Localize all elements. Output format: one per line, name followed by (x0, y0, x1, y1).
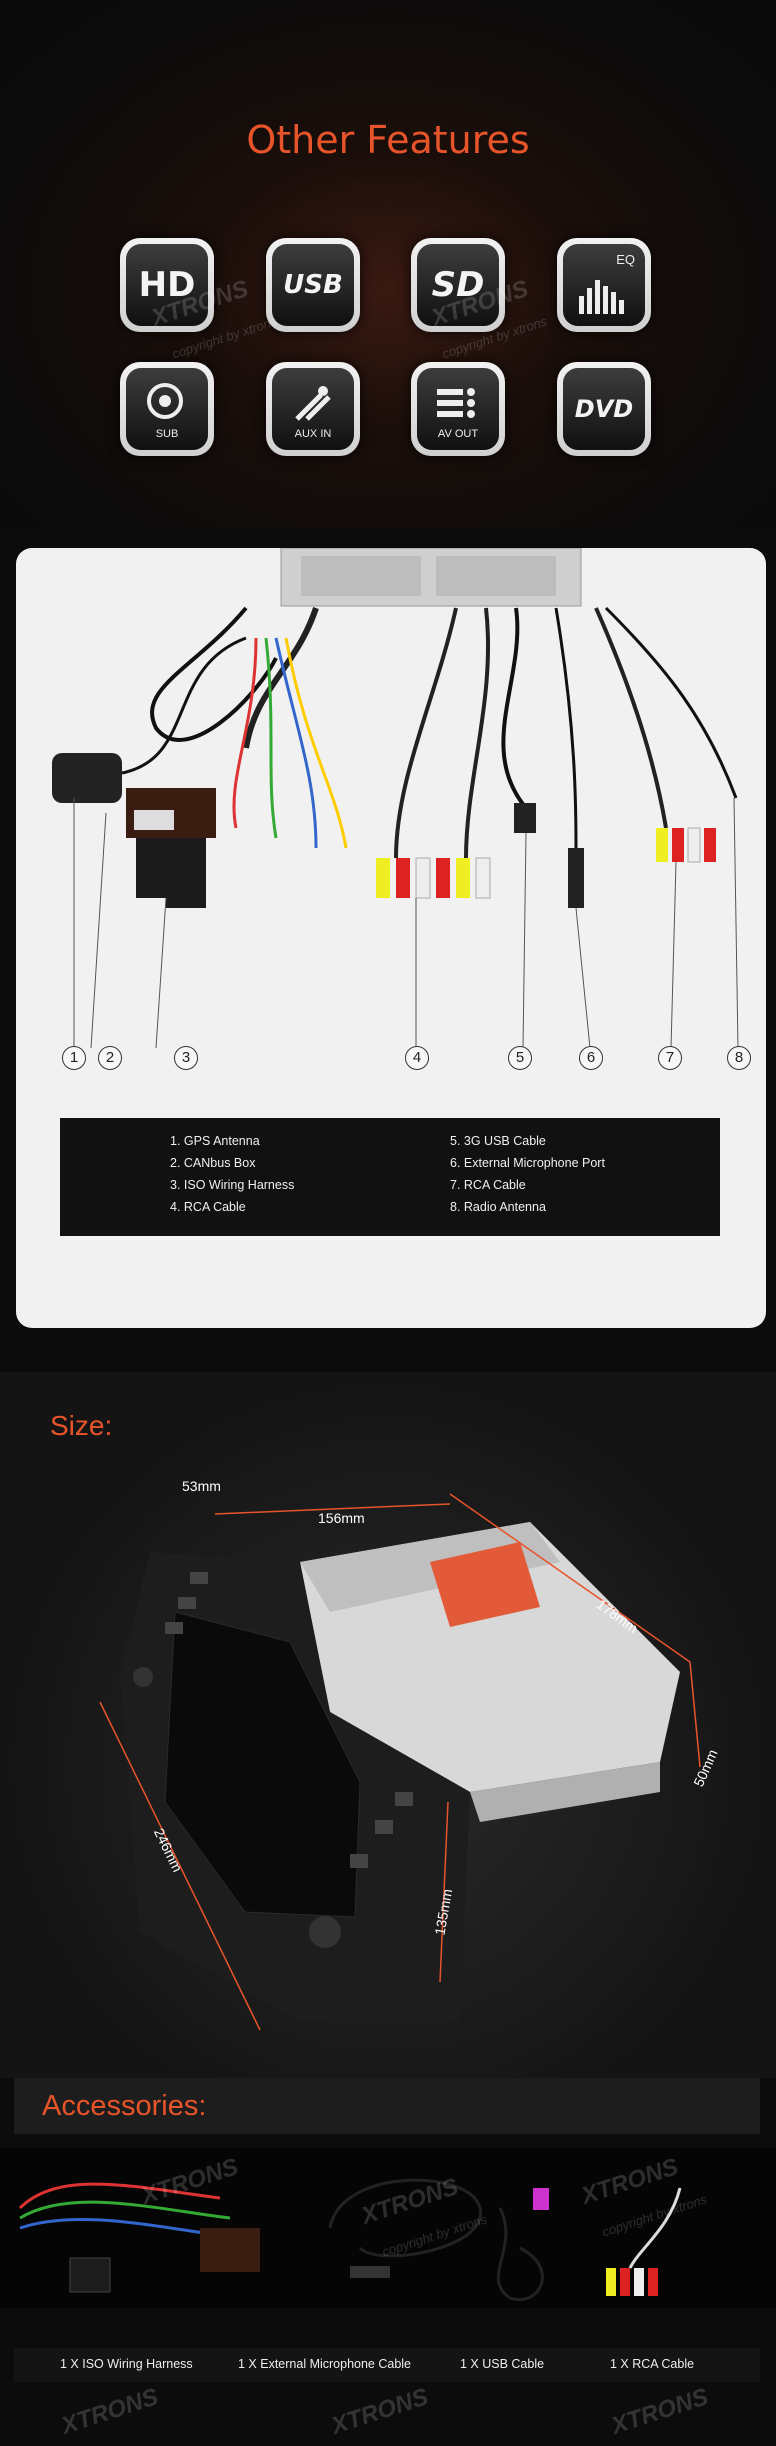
usb-icon-label: USB (283, 270, 343, 300)
watermark-brand: XTRONS (608, 2383, 712, 2440)
accessories-header: Accessories: (14, 2078, 760, 2134)
accessory-label: 1 X External Microphone Cable (238, 2357, 412, 2371)
sub-icon-label: SUB (155, 428, 179, 440)
equalizer-bars (579, 280, 624, 314)
features-section: Other Features HD USB SD EQ SUB (0, 0, 776, 528)
accessories-labels: 1 X ISO Wiring Harness 1 X External Micr… (14, 2348, 760, 2382)
sd-icon-label: SD (431, 265, 485, 305)
av-plug-shape (437, 388, 475, 418)
speaker-shape (147, 383, 183, 419)
accessory-label: 1 X USB Cable (460, 2357, 545, 2371)
subwoofer-icon: SUB (120, 362, 214, 456)
watermark-brand: XTRONS (328, 2383, 432, 2440)
aux-icon-label: AUX IN (294, 428, 332, 440)
aux-in-icon: AUX IN (266, 362, 360, 456)
legend-item: 8. Radio Antenna (450, 1200, 546, 1214)
callout-number: 1 (62, 1046, 86, 1070)
accessory-label: 1 X RCA Cable (610, 2357, 695, 2371)
aux-plug-shape (295, 386, 331, 421)
head-unit-illustration (99, 1493, 701, 2031)
dim-width: 156mm (318, 1510, 365, 1526)
usb-icon: USB (266, 238, 360, 332)
av-icon-label: AV OUT (437, 428, 479, 440)
legend-item: 7. RCA Cable (450, 1178, 526, 1192)
legend-item: 1. GPS Antenna (170, 1134, 260, 1148)
callout-number: 4 (405, 1046, 429, 1070)
eq-icon-label: EQ (616, 252, 635, 267)
hd-icon: HD (120, 238, 214, 332)
legend-item: 6. External Microphone Port (450, 1156, 605, 1170)
callout-number: 2 (98, 1046, 122, 1070)
dvd-icon: DVD (557, 362, 651, 456)
cable-legend: 1. GPS Antenna 2. CANbus Box 3. ISO Wiri… (60, 1118, 720, 1236)
accessories-illustration (18, 2178, 682, 2301)
callout-number: 6 (579, 1046, 603, 1070)
dim-depth-front: 53mm (182, 1478, 221, 1494)
hd-icon-label: HD (138, 265, 196, 305)
legend-item: 5. 3G USB Cable (450, 1134, 546, 1148)
cables-panel: 1 2 3 4 5 6 7 8 1. GPS Antenna 2. CANbus… (16, 548, 766, 1328)
cables-section: 1 2 3 4 5 6 7 8 1. GPS Antenna 2. CANbus… (0, 548, 776, 1328)
accessories-section: Accessories: XTRONS XTRONS copyright by … (0, 2078, 776, 2446)
callout-number: 8 (727, 1046, 751, 1070)
watermark-brand: XTRONS (58, 2383, 162, 2440)
dvd-icon-label: DVD (574, 395, 634, 423)
size-section: Size: 53mm 156mm 178mm 50mm 246mm 135mm (0, 1372, 776, 2082)
callout-number: 7 (658, 1046, 682, 1070)
accessories-images: XTRONS XTRONS copyright by xtrons XTRONS… (0, 2148, 776, 2308)
accessory-label: 1 X ISO Wiring Harness (60, 2357, 193, 2371)
size-title: Size: (50, 1410, 113, 1441)
equalizer-icon: EQ (557, 238, 651, 332)
av-out-icon: AV OUT (411, 362, 505, 456)
wiring-illustration (52, 548, 739, 1049)
callout-number: 5 (508, 1046, 532, 1070)
accessories-title: Accessories: (42, 2090, 207, 2122)
legend-item: 2. CANbus Box (170, 1156, 256, 1170)
legend-item: 3. ISO Wiring Harness (170, 1178, 295, 1192)
features-title: Other Features (246, 118, 530, 162)
legend-item: 4. RCA Cable (170, 1200, 246, 1214)
callout-number: 3 (174, 1046, 198, 1070)
sd-card-icon: SD (411, 238, 505, 332)
